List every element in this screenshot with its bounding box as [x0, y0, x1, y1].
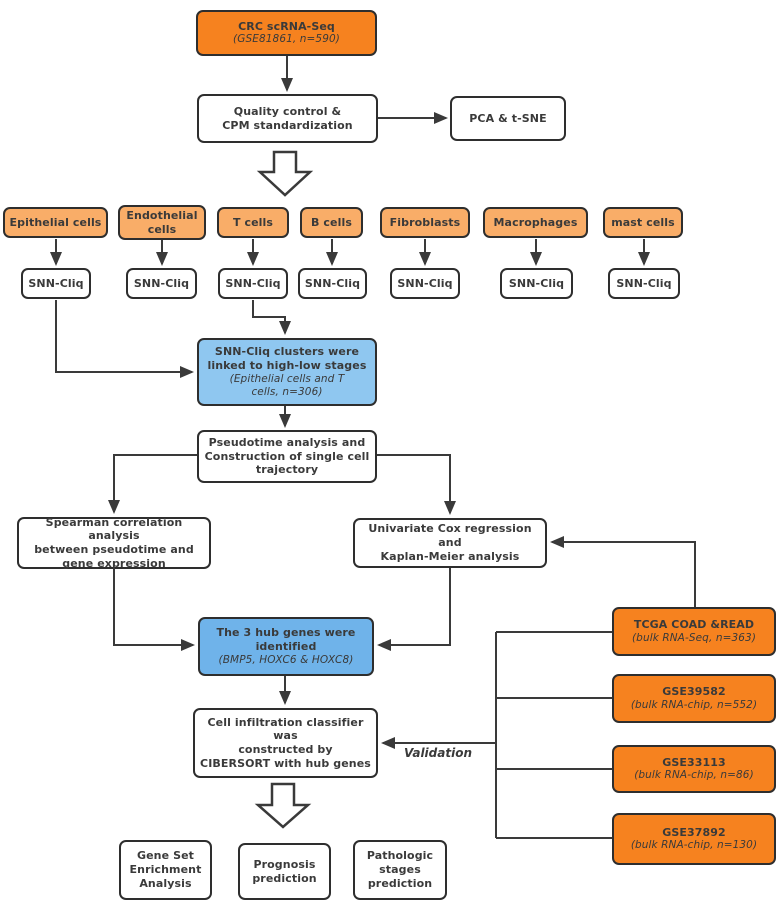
dataset-name: GSE37892	[662, 825, 726, 839]
node-gse39582: GSE39582 (bulk RNA-chip, n=552)	[612, 674, 776, 723]
node-text: SNN-Cliq	[508, 276, 565, 290]
dataset-detail: (bulk RNA-chip, n=86)	[634, 769, 754, 782]
node-snn-clusters-stages: SNN-Cliq clusters were linked to high-lo…	[197, 338, 377, 406]
cell-type-label: Endothelial cells	[126, 208, 198, 236]
node-text: Quality control & CPM standardization	[222, 104, 353, 132]
arrow-tcga-to-cox	[550, 536, 696, 607]
node-text: Gene Set Enrichment Analysis	[129, 849, 202, 890]
node-title: CRC scRNA-Seq	[238, 19, 335, 33]
node-text: SNN-Cliq	[28, 276, 84, 290]
cell-type-label: B cells	[311, 215, 352, 229]
node-b-cells: B cells	[300, 207, 363, 238]
node-fibroblasts: Fibroblasts	[380, 207, 470, 238]
node-text: SNN-Cliq	[225, 276, 281, 290]
node-macrophages: Macrophages	[483, 207, 588, 238]
dataset-detail: (bulk RNA-chip, n=552)	[630, 698, 758, 711]
dataset-name: TCGA COAD &READ	[633, 618, 755, 632]
node-text: Cell infiltration classifier was constru…	[200, 715, 371, 770]
node-snn-cliq-epithelial: SNN-Cliq	[21, 268, 91, 299]
node-gene-set-enrichment: Gene Set Enrichment Analysis	[119, 840, 212, 900]
node-subtitle: (GSE81861, n=590)	[233, 33, 340, 46]
dataset-detail: (bulk RNA-Seq, n=363)	[631, 631, 757, 644]
node-subtitle: (Epithelial cells and T cells, n=306)	[229, 372, 345, 398]
node-text: Pathologic stages prediction	[366, 849, 434, 890]
node-text: SNN-Cliq	[616, 276, 672, 290]
node-text: PCA & t-SNE	[469, 111, 547, 125]
arrow-spearman-to-hub	[113, 569, 195, 651]
node-endothelial-cells: Endothelial cells	[118, 205, 206, 240]
node-pseudotime-analysis: Pseudotime analysis and Construction of …	[197, 430, 377, 483]
node-gse37892: GSE37892 (bulk RNA-chip, n=130)	[612, 813, 776, 865]
dataset-detail: (bulk RNA-chip, n=130)	[630, 839, 758, 852]
node-snn-cliq-fibroblasts: SNN-Cliq	[390, 268, 460, 299]
node-tcga-coad-read: TCGA COAD &READ (bulk RNA-Seq, n=363)	[612, 607, 776, 656]
node-snn-cliq-tcells: SNN-Cliq	[218, 268, 288, 299]
arrow-epithelial-snn-to-cluster	[55, 300, 194, 378]
dataset-name: GSE33113	[662, 755, 726, 769]
node-crc-scrna-seq: CRC scRNA-Seq (GSE81861, n=590)	[196, 10, 377, 56]
node-title: The 3 hub genes were identified	[216, 626, 356, 653]
node-cibersort-classifier: Cell infiltration classifier was constru…	[193, 708, 378, 778]
arrow-tcell-snn-to-cluster	[252, 300, 291, 335]
node-mast-cells: mast cells	[603, 207, 683, 238]
node-epithelial-cells: Epithelial cells	[3, 207, 108, 238]
down-block-arrow-icon	[256, 150, 314, 197]
validation-label: Validation	[403, 746, 472, 760]
node-subtitle: (BMP5, HOXC6 & HOXC8)	[218, 653, 354, 666]
dataset-name: GSE39582	[662, 685, 726, 699]
node-snn-cliq-bcells: SNN-Cliq	[298, 268, 367, 299]
node-quality-control: Quality control & CPM standardization	[197, 94, 378, 143]
node-cox-kaplan-meier: Univariate Cox regression and Kaplan-Mei…	[353, 518, 547, 568]
node-text: Univariate Cox regression and Kaplan-Mei…	[368, 522, 532, 563]
cell-type-label: T cells	[232, 215, 274, 229]
node-text: Prognosis prediction	[252, 857, 317, 885]
node-hub-genes: The 3 hub genes were identified (BMP5, H…	[198, 617, 374, 676]
cell-type-label: Fibroblasts	[389, 215, 461, 229]
node-snn-cliq-endothelial: SNN-Cliq	[126, 268, 197, 299]
cell-type-label: Macrophages	[493, 215, 578, 229]
cell-type-label: Epithelial cells	[9, 215, 102, 229]
node-pathologic-stages-prediction: Pathologic stages prediction	[353, 840, 447, 900]
node-snn-cliq-mastcells: SNN-Cliq	[608, 268, 680, 299]
node-text: Spearman correlation analysis between ps…	[34, 515, 194, 570]
down-block-arrow-icon	[254, 782, 312, 829]
node-pca-tsne: PCA & t-SNE	[450, 96, 566, 141]
node-text: Pseudotime analysis and Construction of …	[204, 435, 370, 477]
arrow-pseudotime-to-cox	[376, 454, 456, 515]
node-snn-cliq-macrophages: SNN-Cliq	[500, 268, 573, 299]
cell-type-label: mast cells	[611, 215, 675, 229]
node-spearman-correlation: Spearman correlation analysis between ps…	[17, 515, 211, 570]
node-prognosis-prediction: Prognosis prediction	[238, 843, 331, 900]
arrow-pseudotime-to-spearman	[108, 454, 197, 514]
node-text: SNN-Cliq	[304, 276, 361, 290]
node-text: SNN-Cliq	[133, 276, 190, 290]
node-text: SNN-Cliq	[397, 276, 453, 290]
node-title: SNN-Cliq clusters were linked to high-lo…	[207, 345, 367, 372]
arrow-cox-to-hub	[377, 568, 451, 651]
node-t-cells: T cells	[217, 207, 289, 238]
node-gse33113: GSE33113 (bulk RNA-chip, n=86)	[612, 745, 776, 793]
